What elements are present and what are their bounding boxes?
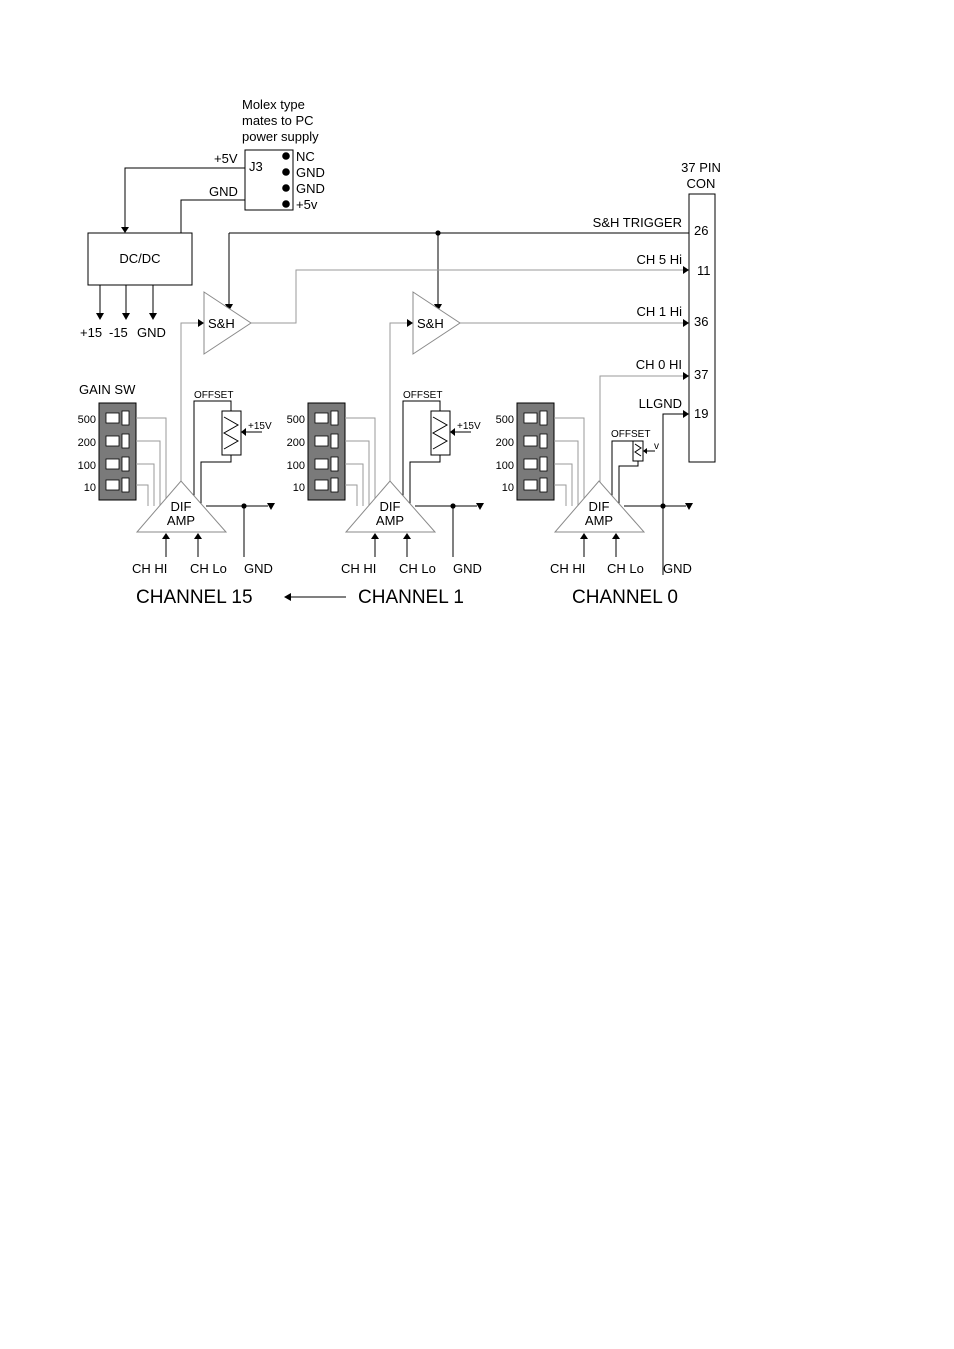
dcdc-label: DC/DC bbox=[119, 251, 160, 266]
ch1-lo-label: CH Lo bbox=[399, 561, 436, 576]
pot-supply-15: +15V bbox=[248, 421, 272, 432]
channel-1-block: 500 200 100 10 OFFSET +15V DIF AMP CH HI… bbox=[287, 390, 484, 608]
molex-pin-label-nc: NC bbox=[296, 149, 315, 164]
connector-title-line1: 37 PIN bbox=[681, 160, 721, 175]
wire-plus5v bbox=[124, 167, 245, 227]
amp-label-15-a: DIF bbox=[171, 499, 192, 514]
dif-amp-1 bbox=[344, 480, 437, 533]
dif-amp-0 bbox=[553, 480, 646, 533]
gain-500-label-1: 500 bbox=[287, 414, 305, 426]
ch0-hi-label: CH HI bbox=[550, 561, 585, 576]
sample-hold-15: S&H bbox=[180, 291, 252, 506]
gnd-supply-label: GND bbox=[209, 184, 238, 199]
molex-pin-label-gnd1: GND bbox=[296, 165, 325, 180]
ch1-gnd-label: GND bbox=[453, 561, 482, 576]
ch0-lo-label: CH Lo bbox=[607, 561, 644, 576]
signal-sh-trigger: S&H TRIGGER bbox=[593, 215, 682, 230]
channel-0-label: CHANNEL 0 bbox=[572, 587, 678, 608]
molex-caption-line1: Molex type bbox=[242, 97, 305, 112]
wire-ch0-hi bbox=[599, 375, 683, 506]
signal-ch5-hi: CH 5 Hi bbox=[636, 252, 682, 267]
ch15-lo-label: CH Lo bbox=[190, 561, 227, 576]
ch1-hi-label: CH HI bbox=[341, 561, 376, 576]
sample-hold-1: S&H bbox=[389, 291, 461, 506]
wire-gnd bbox=[180, 199, 245, 233]
connector-37pin: 37 PIN CON 26 11 36 37 19 S&H TRIGGER CH… bbox=[593, 160, 721, 463]
offset-pot-0 bbox=[632, 440, 644, 462]
signal-wiring bbox=[251, 266, 689, 575]
pot-supply-0: v bbox=[654, 441, 659, 452]
gain-sw-title: GAIN SW bbox=[79, 382, 136, 397]
molex-housing bbox=[244, 149, 294, 211]
signal-ch0-hi: CH 0 HI bbox=[636, 357, 682, 372]
molex-pin-2 bbox=[282, 168, 290, 176]
ch15-hi-label: CH HI bbox=[132, 561, 167, 576]
channel-0-block: 500 200 100 10 OFFSET v DIF AMP CH HI CH… bbox=[496, 402, 693, 608]
gain-100-label: 100 bbox=[78, 460, 96, 472]
gain-200-label-0: 200 bbox=[496, 437, 514, 449]
amp-label-0-b: AMP bbox=[585, 513, 613, 528]
dcdc-out-plus15: +15 bbox=[80, 325, 102, 340]
offset-label-0: OFFSET bbox=[611, 429, 650, 440]
ch0-gnd-label: GND bbox=[663, 561, 692, 576]
gain-10-label-1: 10 bbox=[293, 482, 305, 494]
gain-10-label: 10 bbox=[84, 482, 96, 494]
molex-caption-line3: power supply bbox=[242, 129, 319, 144]
sh-label-1: S&H bbox=[417, 316, 444, 331]
gain-500-label: 500 bbox=[78, 414, 96, 426]
sh-trigger-bus bbox=[225, 230, 689, 311]
dif-amp-15 bbox=[135, 480, 228, 533]
gain-100-label-1: 100 bbox=[287, 460, 305, 472]
gain-100-label-0: 100 bbox=[496, 460, 514, 472]
sh-label-15: S&H bbox=[208, 316, 235, 331]
pin-11: 11 bbox=[697, 263, 711, 278]
molex-pin-1 bbox=[282, 152, 290, 160]
pin-37: 37 bbox=[694, 367, 708, 382]
ch15-gnd-label: GND bbox=[244, 561, 273, 576]
channel-15-label: CHANNEL 15 bbox=[136, 587, 253, 608]
pot-supply-1: +15V bbox=[457, 421, 481, 432]
molex-connector: Molex type mates to PC power supply J3 N… bbox=[209, 97, 325, 212]
connector-body bbox=[688, 193, 716, 463]
amp-label-1-a: DIF bbox=[380, 499, 401, 514]
molex-caption-line2: mates to PC bbox=[242, 113, 314, 128]
molex-pin-label-gnd2: GND bbox=[296, 181, 325, 196]
pin-19: 19 bbox=[694, 406, 708, 421]
dcdc-out-gnd: GND bbox=[137, 325, 166, 340]
gain-10-label-0: 10 bbox=[502, 482, 514, 494]
pin-26: 26 bbox=[694, 223, 708, 238]
amp-label-1-b: AMP bbox=[376, 513, 404, 528]
signal-ch1-hi: CH 1 Hi bbox=[636, 304, 682, 319]
arrow-plus5v bbox=[121, 227, 129, 233]
dcdc-converter: DC/DC +15 -15 GND bbox=[80, 232, 193, 340]
amp-label-15-b: AMP bbox=[167, 513, 195, 528]
gain-200-label: 200 bbox=[78, 437, 96, 449]
molex-designator: J3 bbox=[249, 159, 263, 174]
connector-title-line2: CON bbox=[687, 176, 716, 191]
wire-llgnd bbox=[662, 413, 683, 575]
offset-label-15: OFFSET bbox=[194, 390, 233, 401]
gain-200-label-1: 200 bbox=[287, 437, 305, 449]
gain-500-label-0: 500 bbox=[496, 414, 514, 426]
dcdc-out-minus15: -15 bbox=[109, 325, 128, 340]
molex-pin-label-5v: +5v bbox=[296, 197, 318, 212]
plus5v-label: +5V bbox=[214, 151, 238, 166]
wire-ch5-hi bbox=[251, 269, 683, 324]
amp-label-0-a: DIF bbox=[589, 499, 610, 514]
pin-36: 36 bbox=[694, 314, 708, 329]
power-wiring bbox=[121, 167, 245, 233]
channel-15-block: GAIN SW 500 200 100 10 OFFSET +15V DIF A… bbox=[78, 382, 275, 608]
offset-label-1: OFFSET bbox=[403, 390, 442, 401]
signal-llgnd: LLGND bbox=[639, 396, 682, 411]
molex-pin-3 bbox=[282, 184, 290, 192]
molex-pin-4 bbox=[282, 200, 290, 208]
dcdc-box bbox=[87, 232, 193, 286]
channel-1-label: CHANNEL 1 bbox=[358, 587, 464, 608]
